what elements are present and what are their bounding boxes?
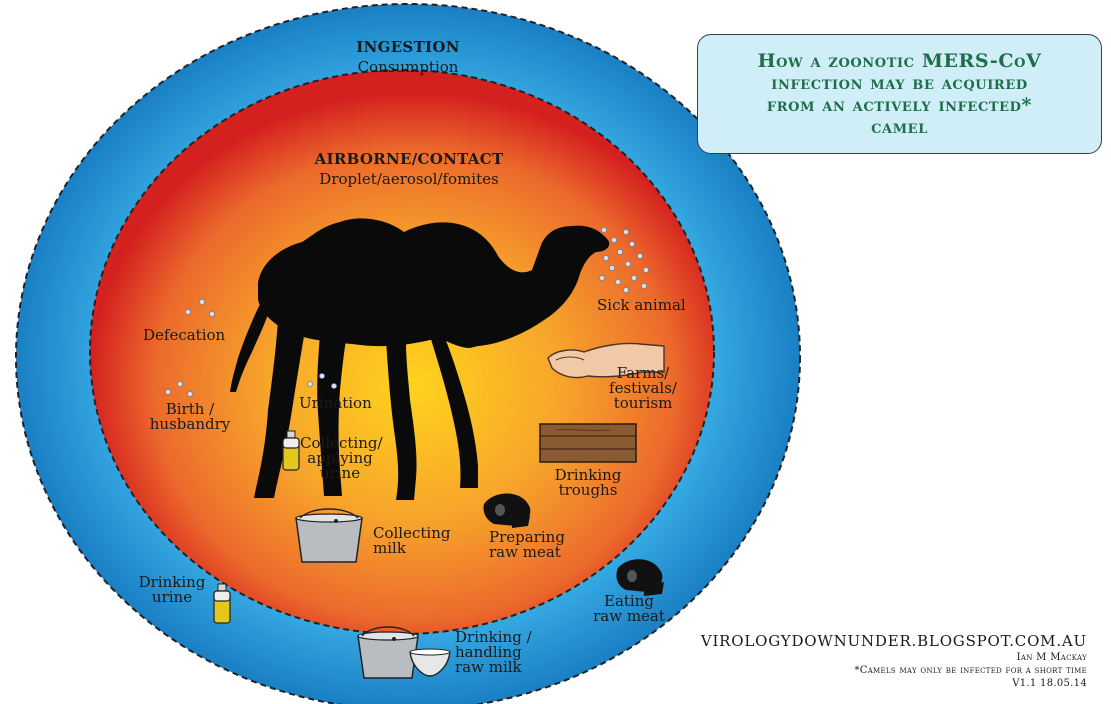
milk-bucket-inner-icon — [296, 509, 362, 562]
credit-url: VIROLOGYDOWNUNDER.BLOGSPOT.COM.AU — [701, 632, 1087, 650]
label-birth-husbandry: Birth / husbandry — [135, 402, 245, 432]
label-collecting-urine: Collecting/ applying urine — [300, 436, 380, 481]
ingestion-title: INGESTION — [308, 38, 508, 56]
credit-footnote: *Camels may only be infected for a short… — [854, 665, 1087, 677]
label-defecation: Defecation — [143, 328, 225, 343]
label-sick-animal: Sick animal — [597, 298, 686, 313]
label-urination: Urination — [299, 396, 372, 411]
title-line: How a zoonotic MERS-CoV — [758, 50, 1042, 72]
title-line: camel — [871, 116, 928, 138]
title-box: How a zoonotic MERS-CoV infection may be… — [697, 34, 1102, 154]
label-drinking-handling-raw-milk: Drinking / handling raw milk — [455, 630, 532, 675]
airborne-title: AIRBORNE/CONTACT — [284, 150, 534, 168]
title-line: infection may be acquired — [771, 72, 1027, 94]
trough-icon — [540, 424, 636, 462]
milk-bucket-outer-icon — [358, 627, 418, 678]
ingestion-subtitle: Consumption — [308, 58, 508, 76]
label-drinking-troughs: Drinking troughs — [543, 468, 633, 498]
credit-version: V1.1 18.05.14 — [1012, 678, 1087, 690]
title-line: from an actively infected* — [767, 94, 1032, 116]
airborne-subtitle: Droplet/aerosol/fomites — [264, 170, 554, 188]
label-eating-raw-meat: Eating raw meat — [584, 594, 674, 624]
label-drinking-urine: Drinking urine — [132, 575, 212, 605]
label-collecting-milk: Collecting milk — [373, 526, 450, 556]
label-preparing-raw-meat: Preparing raw meat — [489, 530, 565, 560]
label-farms-festivals-tourism: Farms/ festivals/ tourism — [603, 366, 683, 411]
credit-author: Ian M Mackay — [1017, 652, 1087, 664]
